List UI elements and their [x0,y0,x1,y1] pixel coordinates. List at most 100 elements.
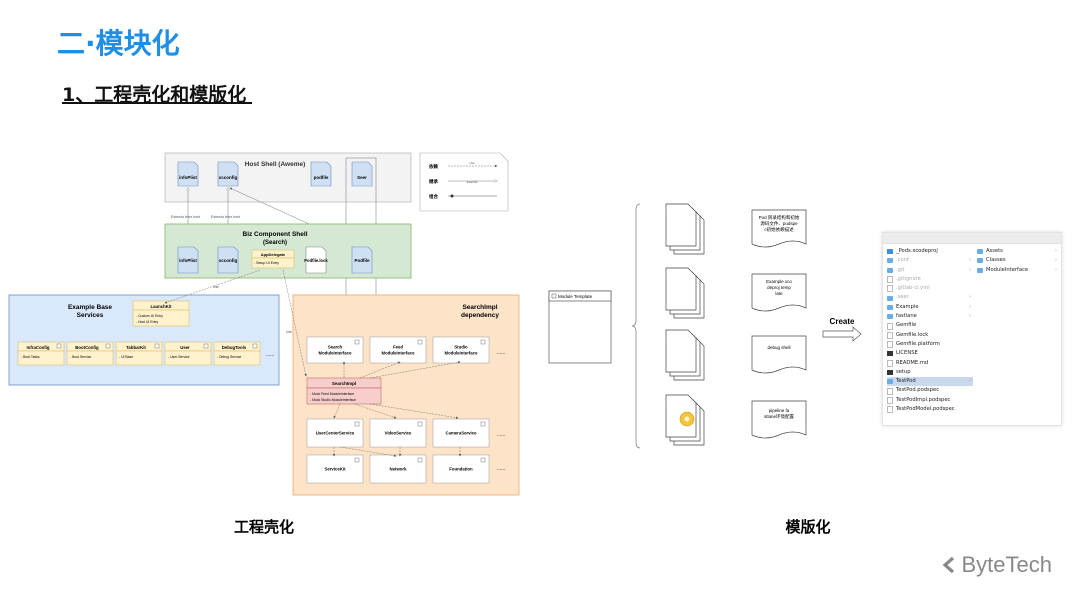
finder-item[interactable]: _Pods.xcodeproj [887,247,973,256]
finder-item[interactable]: .seer› [887,293,973,302]
svg-text:ModuleInterface: ModuleInterface [445,350,479,355]
svg-text:Seer: Seer [357,175,367,180]
chevron-right-icon: › [1055,257,1057,264]
create-arrow: Create [822,317,862,342]
finder-item-name: .gitlab-ci.yml [896,285,930,292]
finder-column-1: _Pods.xcodeproj .conf › .git›.gitignore .git… [887,247,973,414]
searchimpl-dependency-box: SearchImpl dependency SearchModuleInterf… [292,294,520,496]
svg-text:Podfile.lock: Podfile.lock [304,258,328,263]
legend-label-compose: 组合 [429,193,438,200]
svg-text:- Host UI Entry: - Host UI Entry [136,320,159,324]
finder-item-name: Gemfile.platform [896,340,940,347]
kit-2: Foundation [432,454,490,484]
finder-item[interactable]: ModuleInterface› [977,266,1059,275]
finder-item[interactable]: Gemfile.platform [887,340,973,349]
svg-text:SearchImpl: SearchImpl [462,304,497,311]
svg-text:- User Service: - User Service [168,355,190,359]
finder-item[interactable]: .gitignore [887,275,973,284]
finder-item[interactable]: Gemfile [887,321,973,330]
svg-text:Search: Search [328,345,343,350]
base-module-bootconfig: BootConfig- Boot Service [66,341,114,366]
base-module-user: User- User Service [164,341,212,366]
svg-text:infoPlist: infoPlist [179,175,197,180]
base-ellipsis: ...... [266,352,274,358]
svg-text:- Custom UI Entry: - Custom UI Entry [136,314,163,318]
svg-text:Feed: Feed [393,345,403,350]
svg-text:- Boot Service: - Boot Service [70,355,91,359]
finder-item-name: Gemfile.lock [896,331,929,338]
svg-text:Extends: Extends [467,180,478,184]
host-shell-title: Host Shell (Aweme) [245,161,306,168]
finder-item[interactable]: .git› [887,266,973,275]
svg-text:Use: Use [213,285,219,289]
finder-item-name: TestPodImpl.podspec [896,396,951,403]
finder-item-name: .conf [896,257,909,264]
finder-item-name: .gitignore [896,275,921,282]
svg-text:Network: Network [390,467,408,472]
bracket [631,203,641,449]
finder-item[interactable]: Gemfile.lock [887,331,973,340]
svg-text:......: ...... [497,466,505,472]
page-title: 二·模块化 [57,27,180,60]
file-icon [887,331,893,339]
folder-icon [977,249,983,255]
finder-item-name: LICENSE [896,350,918,357]
finder-item-name: fastlane [896,313,917,320]
svg-text:TabbarKit: TabbarKit [126,345,146,350]
launchkit-box: LaunchKit - Custom UI Entry - Host UI En… [132,300,190,327]
svg-text:xcconfig: xcconfig [219,175,238,180]
folder-icon [887,304,893,310]
svg-text:VideoService: VideoService [385,431,413,436]
finder-item-name: README.md [896,359,929,366]
finder-column-2: Assets›Classes›ModuleInterface› [977,247,1059,275]
base-module-infraconfig: InfraConfig- Boot Tasks [17,341,65,366]
svg-text:Module Template: Module Template [558,294,593,299]
file-icon [887,276,893,284]
finder-item[interactable]: TestPodImpl.podspec [887,396,973,405]
finder-item[interactable]: .gitlab-ci.yml [887,284,973,293]
finder-item[interactable]: TestPod.podspec [887,386,973,395]
service-1: VideoService [369,418,427,448]
extends-label-2: Extends from host [211,215,240,219]
finder-item[interactable]: .conf › [887,256,973,265]
finder-item[interactable]: LICENSE [887,349,973,358]
host-seer-file: Seer [351,161,373,187]
finder-item[interactable]: TestPodModel.podspec [887,405,973,414]
host-xcconfig-file: xcconfig [217,161,239,187]
finder-item[interactable]: setup [887,368,973,377]
svg-text:- Mock Feed ModuleInterface: - Mock Feed ModuleInterface [310,392,354,396]
finder-item-name: TestPodModel.podspec [896,406,955,413]
svg-text:- Boot Tasks: - Boot Tasks [21,355,40,359]
service-2: CameraService [432,418,490,448]
finder-item[interactable]: Assets› [977,247,1059,256]
finder-item[interactable]: fastlane › [887,312,973,321]
svg-text:debug shell: debug shell [767,345,790,350]
finder-item-name: Gemfile [896,322,917,329]
base-module-debugtools: DebugTools- Debug Service [213,341,261,366]
finder-item-name: TestPod.podspec [896,387,940,394]
finder-item[interactable]: Example› [887,303,973,312]
kit-0: ServiceKit [306,454,364,484]
file-icon [887,249,893,255]
svg-text:infoPlist: infoPlist [179,258,197,263]
finder-item[interactable]: README.md [887,359,973,368]
biz-component-shell-box: Biz Component Shell (Search) infoPlist x… [164,223,412,279]
finder-item[interactable]: TestPod› [887,377,973,387]
base-module-tabbarkit: TabbarKit- UI Base [115,341,163,366]
finder-item[interactable]: Classes› [977,256,1059,265]
biz-xcconfig-file: xcconfig [217,246,239,274]
chevron-right-icon: › [1055,266,1057,273]
finder-item-name: _Pods.xcodeproj [896,248,938,254]
svg-text:AppDelegate: AppDelegate [261,252,286,257]
file-icon [887,387,893,395]
chevron-right-icon: › [969,257,971,264]
biz-podfile-lock-file: Podfile.lock [304,246,328,274]
svg-text:DebugTools: DebugTools [222,345,247,350]
chevron-right-icon: › [969,313,971,320]
